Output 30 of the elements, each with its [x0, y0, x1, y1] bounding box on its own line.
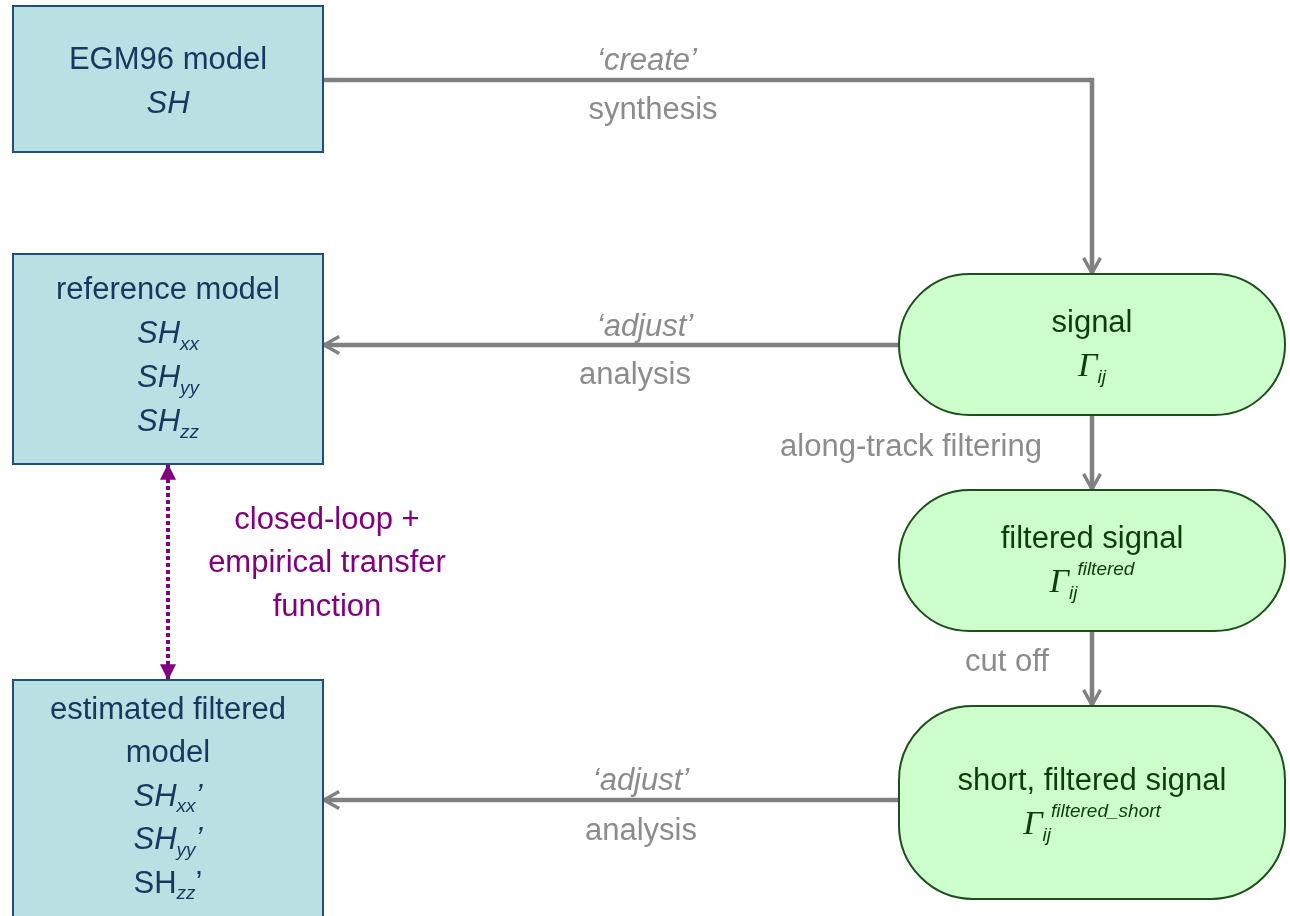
node-title: EGM96 model	[68, 40, 268, 78]
edge-label: along-track filtering	[780, 428, 1042, 464]
edge-label: cut off	[965, 643, 1049, 679]
annotation-text: synthesis	[588, 91, 718, 127]
edge-label: ‘adjust’	[592, 762, 690, 798]
dotted-double-arrow	[160, 463, 176, 681]
arrow	[1081, 416, 1103, 491]
coefficient-label: SH$_{yy}$	[136, 358, 200, 400]
coefficient-label: SH	[146, 84, 190, 122]
node-title: short, filtered signal	[957, 760, 1227, 799]
annotation-text: analysis	[579, 356, 691, 392]
coefficient-label: SH$_{yy}$’	[133, 820, 203, 861]
process-box	[12, 253, 324, 465]
coefficient-label: SH$_{zz}$’	[133, 863, 203, 904]
edge-label: closed-loop + empirical transfer function	[207, 499, 447, 625]
edge-label: ‘adjust’	[596, 308, 694, 344]
annotation-text: analysis	[585, 812, 697, 848]
coefficient-label: SH$_{xx}$’	[133, 776, 203, 818]
node-title: reference model	[56, 270, 280, 308]
edge-label: ‘create’	[597, 42, 697, 78]
node-title: filtered signal	[1000, 518, 1184, 557]
coefficient-label: SH$_{xx}$	[136, 314, 200, 356]
node-title: estimated filtered model	[48, 690, 288, 772]
node-title: signal	[1051, 302, 1133, 341]
arrow	[1081, 632, 1103, 707]
process-box	[12, 5, 324, 153]
process-box	[12, 679, 324, 916]
coefficient-label: SH$_{zz}$	[136, 402, 200, 444]
formula-label: Γ$_{ij}$	[1078, 345, 1106, 389]
arrow	[324, 77, 1103, 275]
